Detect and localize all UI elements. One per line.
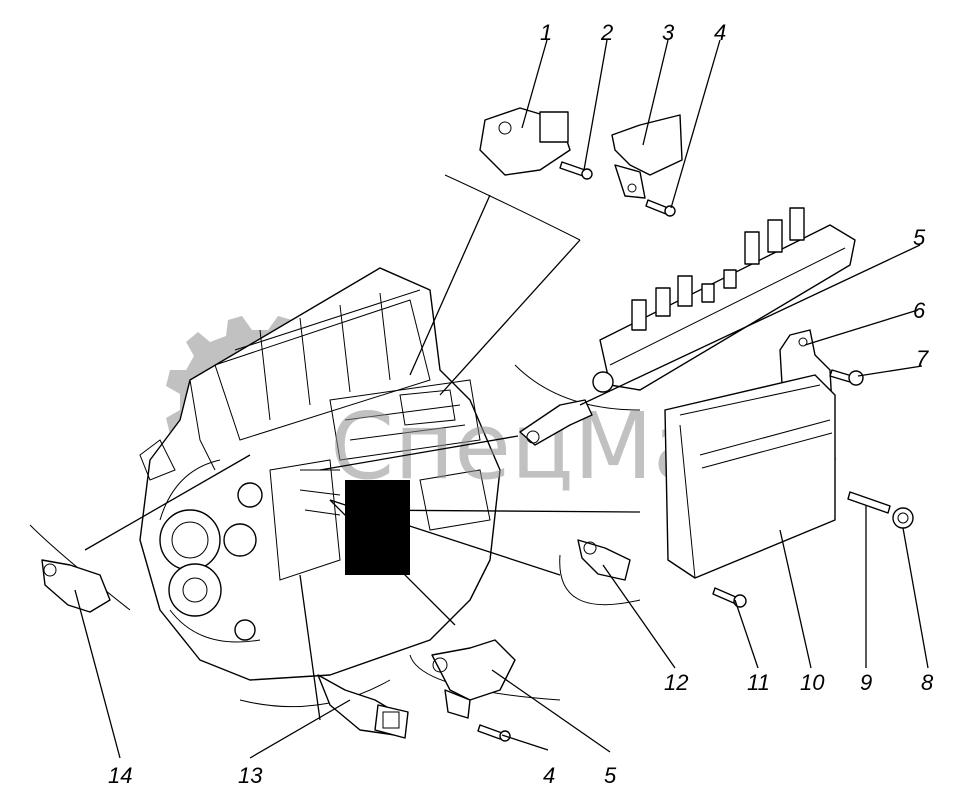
part-12-temp-sensor [577, 539, 631, 581]
callout-4-top: 4 [714, 20, 726, 45]
ecu-mount-block [345, 480, 410, 575]
callout-13: 13 [238, 763, 263, 788]
callout-7: 7 [916, 346, 929, 371]
part-4-bolt-top [645, 199, 676, 217]
part-10-ecu [664, 374, 836, 579]
part-9-stud [847, 491, 891, 514]
part-2-bolt [559, 161, 593, 180]
callout-5-bottom: 5 [604, 763, 617, 788]
part-13-pressure-sender [317, 674, 409, 739]
callout-9: 9 [860, 670, 872, 695]
callout-12: 12 [664, 670, 688, 695]
callout-1: 1 [540, 20, 552, 45]
callout-11: 11 [747, 670, 770, 695]
callout-14: 14 [108, 763, 132, 788]
part-3-speed-sensor [611, 114, 683, 199]
part-7-bolt [829, 369, 864, 386]
callout-4-bottom: 4 [543, 763, 555, 788]
callout-8: 8 [921, 670, 934, 695]
callout-6: 6 [913, 298, 926, 323]
part-8-nut [892, 507, 914, 529]
engine-block [139, 267, 501, 681]
callout-10: 10 [800, 670, 825, 695]
part-14-sensor [41, 559, 111, 613]
callout-numbers: 1 2 3 4 5 6 7 8 9 10 11 12 13 14 4 5 [108, 20, 934, 788]
part-5-lower-speed-sensor [431, 639, 516, 719]
leader-lines [74, 39, 929, 759]
callout-5-top: 5 [913, 225, 926, 250]
part-5-fuel-rail [592, 207, 856, 393]
part-1-boost-sensor [479, 107, 571, 176]
callout-2: 2 [600, 20, 613, 45]
callout-3: 3 [662, 20, 675, 45]
part-5-rail-pressure-sensor [519, 399, 593, 446]
part-11-bolt [712, 587, 747, 608]
part-4-bolt-bottom [477, 724, 511, 742]
